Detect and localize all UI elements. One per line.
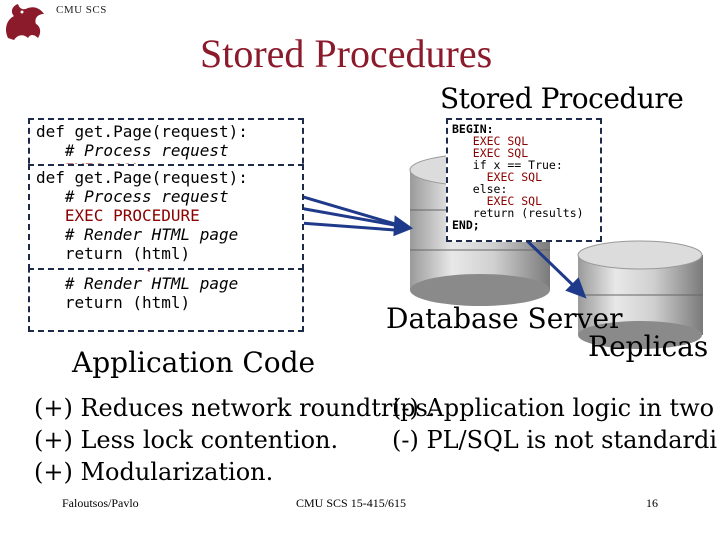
pro-bullet: (+) Modularization. bbox=[34, 458, 274, 486]
replica-database-icon bbox=[577, 240, 703, 349]
code-line: EXEC SQL bbox=[452, 170, 543, 184]
code-line: return (html) bbox=[36, 293, 191, 312]
code-line: EXEC SQL bbox=[452, 194, 543, 208]
application-code-label: Application Code bbox=[72, 346, 316, 379]
pro-bullet: (+) Reduces network roundtrips. bbox=[34, 394, 436, 422]
code-line: BEGIN: bbox=[452, 122, 494, 136]
code-line: # Process request bbox=[36, 187, 229, 206]
footer-course: CMU SCS 15-415/615 bbox=[296, 496, 407, 510]
code-line: # Process request bbox=[36, 141, 229, 160]
database-server-label: Database Server bbox=[386, 302, 623, 335]
code-line: def get.Page(request): bbox=[36, 168, 248, 187]
replicas-label: Replicas bbox=[588, 330, 709, 363]
code-line: EXEC SQL bbox=[452, 146, 529, 160]
stored-procedure-code: BEGIN: EXEC SQL EXEC SQL if x == True: E… bbox=[446, 118, 602, 242]
code-line: def get.Page(request): bbox=[36, 122, 248, 141]
slide-title: Stored Procedures bbox=[200, 31, 493, 76]
code-line: return (results) bbox=[452, 206, 584, 220]
con-bullet: (-) PL/SQL is not standardi bbox=[392, 426, 718, 454]
griffin-logo-icon bbox=[6, 4, 44, 40]
con-bullet: (-) Application logic in two bbox=[392, 394, 715, 422]
code-line: EXEC PROCEDURE bbox=[36, 206, 200, 225]
pro-bullet: (+) Less lock contention. bbox=[34, 426, 339, 454]
code-line: if x == True: bbox=[452, 158, 563, 172]
code-line: # Render HTML page bbox=[36, 274, 239, 293]
code-line: else: bbox=[452, 182, 508, 196]
footer-authors: Faloutsos/Pavlo bbox=[62, 496, 139, 510]
code-line: # Render HTML page bbox=[36, 225, 239, 244]
stored-procedure-label: Stored Procedure bbox=[440, 82, 684, 115]
code-line: EXEC SQL bbox=[452, 134, 529, 148]
institution-header: CMU SCS bbox=[56, 4, 107, 16]
code-line: return (html) bbox=[36, 244, 191, 263]
code-line: END; bbox=[452, 218, 480, 232]
page-number: 16 bbox=[646, 496, 658, 510]
application-code-procedure: def get.Page(request): # Process request… bbox=[28, 164, 304, 270]
